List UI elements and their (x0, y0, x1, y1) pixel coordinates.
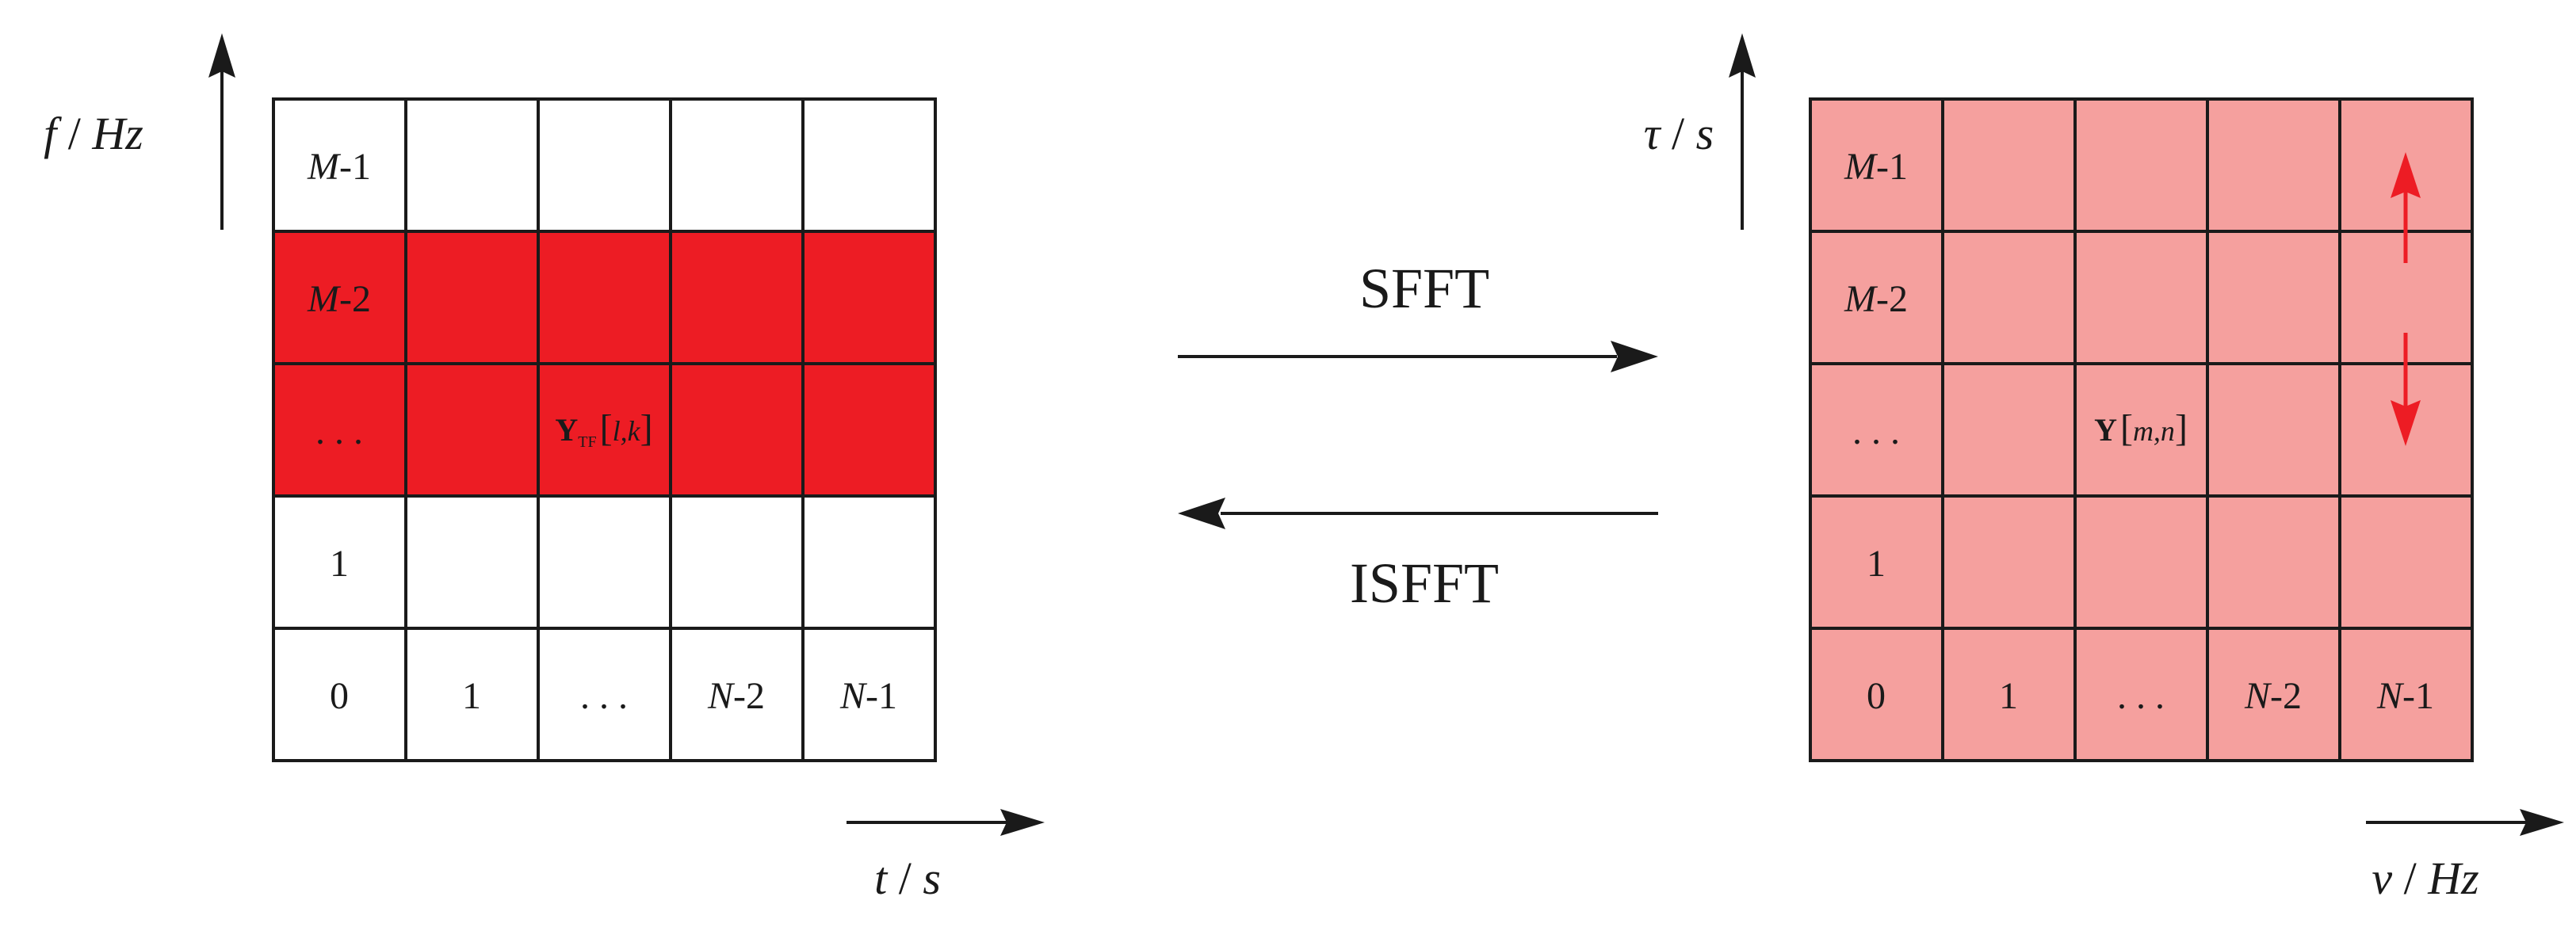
dd-row-label-0: 0 (1867, 675, 1886, 717)
dd-row-label-m-2: M-2 (1844, 278, 1908, 320)
tf-grid-lines (272, 97, 937, 762)
tf-x-axis-label: t / s (874, 853, 941, 904)
tf-col-label-n-1: N-1 (839, 675, 897, 717)
tf-grid: M-1 M-2 . . . 1 0 1 . . . N-2 N-1 YTF[l,… (272, 97, 937, 762)
dd-cell-label: Y[m,n] (2094, 407, 2188, 449)
dd-x-axis-arrowhead (2520, 809, 2564, 836)
tf-col-label-n-2: N-2 (707, 675, 765, 717)
tf-row-label-1: 1 (330, 543, 349, 585)
isfft-label: ISFFT (1350, 551, 1499, 615)
dd-y-axis-arrowhead (1729, 33, 1756, 78)
tf-row-label-m-2: M-2 (307, 278, 371, 320)
dd-shift-arrows (2391, 152, 2421, 446)
tf-row-label-0: 0 (330, 675, 349, 717)
tf-row-label-ellipsis: . . . (315, 410, 363, 452)
tf-y-axis-label: f / Hz (44, 108, 143, 159)
dd-axes: τ / s ν / Hz (1644, 33, 2564, 904)
isfft-arrowhead (1178, 498, 1225, 529)
tf-y-axis-arrowhead (208, 33, 235, 78)
dd-y-axis-label: τ / s (1644, 108, 1714, 159)
dd-col-label-n-1: N-1 (2376, 675, 2434, 717)
tf-col-label-ellipsis: . . . (580, 675, 628, 717)
up-shift-arrowhead (2391, 152, 2421, 198)
tf-axes: f / Hz t / s (44, 33, 1045, 904)
dd-col-label-1: 1 (1999, 675, 2018, 717)
transform-arrows: SFFT ISFFT (1178, 257, 1658, 615)
tf-x-axis-arrowhead (1000, 809, 1045, 836)
tf-cell-label: YTF[l,k] (555, 407, 652, 451)
dd-col-label-n-2: N-2 (2244, 675, 2302, 717)
dd-row-label-ellipsis: . . . (1852, 410, 1900, 452)
dd-row-label-m-1: M-1 (1844, 146, 1908, 188)
dd-fill (1810, 99, 2472, 761)
down-shift-arrowhead (2391, 400, 2421, 446)
dd-col-label-ellipsis: . . . (2117, 675, 2165, 717)
dd-grid-lines (1809, 97, 2474, 762)
sfft-arrowhead (1611, 341, 1658, 372)
dd-grid: M-1 M-2 . . . 1 0 1 . . . N-2 N-1 Y[m,n] (1809, 97, 2474, 762)
sfft-label: SFFT (1359, 257, 1489, 320)
dd-row-label-1: 1 (1867, 543, 1886, 585)
tf-col-label-1: 1 (462, 675, 481, 717)
tf-row-white-top (273, 99, 935, 231)
tf-row-label-m-1: M-1 (307, 146, 371, 188)
dd-x-axis-label: ν / Hz (2372, 853, 2479, 904)
